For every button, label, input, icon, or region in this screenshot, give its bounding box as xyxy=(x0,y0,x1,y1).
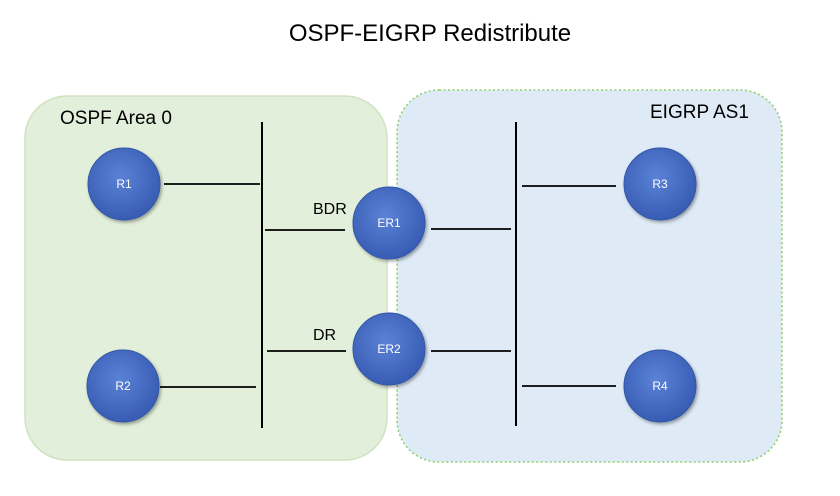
router-label: ER1 xyxy=(377,216,401,230)
eigrp-as-zone xyxy=(396,89,783,463)
router-label: ER2 xyxy=(377,342,401,356)
router-r1[interactable]: R1 xyxy=(87,147,161,221)
router-er1[interactable]: ER1 xyxy=(352,186,426,260)
ospf-area-label: OSPF Area 0 xyxy=(60,108,172,129)
router-er2[interactable]: ER2 xyxy=(352,312,426,386)
router-label: R3 xyxy=(652,177,668,191)
router-label: R2 xyxy=(115,379,131,393)
router-label: R1 xyxy=(116,177,132,191)
er1-role-label: BDR xyxy=(313,201,347,218)
diagram-title: OSPF-EIGRP Redistribute xyxy=(288,20,572,47)
eigrp-as-label: EIGRP AS1 xyxy=(650,102,749,123)
er2-role-label: DR xyxy=(313,327,337,344)
router-r2[interactable]: R2 xyxy=(86,349,160,423)
router-r4[interactable]: R4 xyxy=(623,349,697,423)
router-label: R4 xyxy=(652,379,668,393)
router-r3[interactable]: R3 xyxy=(623,147,697,221)
ospf-area-zone xyxy=(24,95,388,461)
